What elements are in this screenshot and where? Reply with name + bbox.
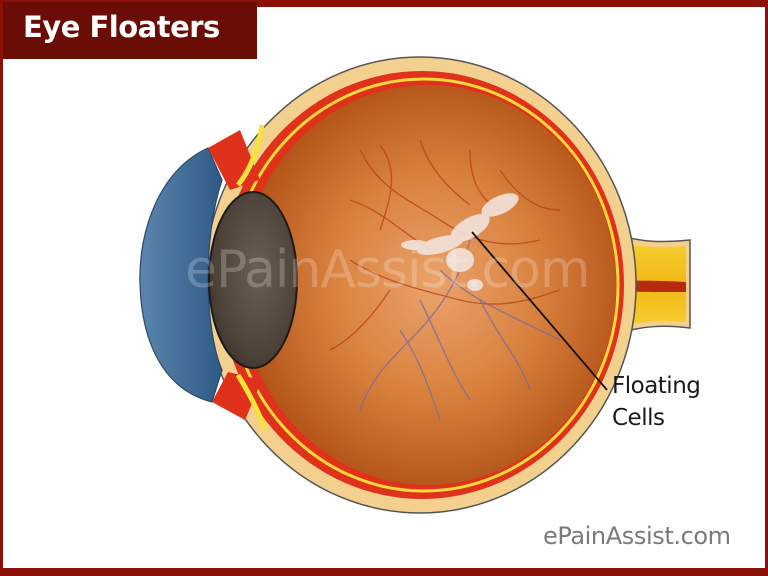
floating-cells [401, 193, 519, 291]
floating-cells-label: Floating Cells [612, 370, 701, 434]
label-line-1: Floating [612, 373, 701, 399]
ciliary-body-upper [236, 124, 265, 187]
ciliary-body-lower [235, 373, 268, 431]
page-title: Eye Floaters [23, 10, 220, 44]
blood-vessels [329, 139, 561, 421]
lens [208, 191, 298, 369]
annotation-pointer-line [471, 231, 608, 391]
label-line-2: Cells [612, 405, 665, 431]
vitreous-body [240, 85, 616, 485]
cornea [139, 147, 223, 403]
brand-credit: ePainAssist.com [543, 522, 731, 550]
title-banner: Eye Floaters [3, 2, 257, 59]
